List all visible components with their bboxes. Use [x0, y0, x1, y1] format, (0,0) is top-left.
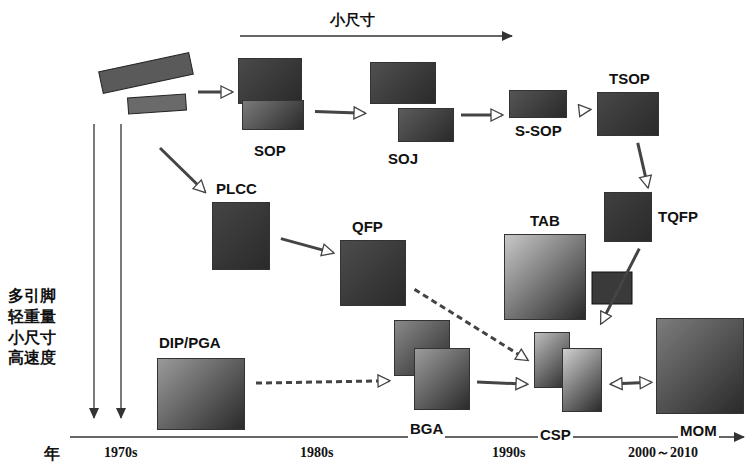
flow-arrow	[638, 143, 648, 187]
package-node: SOJ	[368, 60, 458, 170]
flow-arrow	[461, 114, 502, 117]
annotation-label: 小尺寸	[330, 10, 375, 30]
dip-chip	[99, 53, 194, 114]
package-name: TSOP	[607, 70, 652, 88]
package-node: PLCC	[206, 180, 278, 276]
flow-arrow	[580, 109, 590, 110]
flow-arrow	[611, 382, 651, 384]
package-photo	[656, 318, 744, 414]
package-photo	[414, 348, 470, 410]
annotation-label: 2000～2010	[628, 444, 698, 462]
package-name: SOP	[252, 142, 288, 160]
package-photo	[242, 100, 304, 130]
package-node: TQFP	[602, 190, 708, 246]
annotation-label: 1970s	[104, 444, 137, 462]
package-photo	[157, 358, 245, 430]
package-name: S-SOP	[513, 122, 564, 140]
package-photo	[504, 234, 586, 320]
package-node: TAB	[502, 212, 592, 324]
package-photo	[238, 58, 302, 104]
package-node: S-SOP	[505, 88, 577, 142]
package-node: CSP	[530, 326, 608, 446]
package-photo	[398, 108, 454, 142]
package-node: DIP/PGA	[153, 334, 253, 434]
flow-arrow	[198, 91, 232, 94]
flow-arrow	[281, 239, 333, 253]
package-name: TQFP	[656, 208, 700, 226]
annotation-label: 年	[44, 444, 60, 465]
annotation-label: 1990s	[492, 444, 525, 462]
package-name: SOJ	[386, 150, 420, 168]
package-photo	[562, 348, 602, 412]
package-node: QFP	[336, 218, 412, 310]
flow-arrow	[601, 249, 639, 324]
package-photo	[370, 62, 436, 104]
package-photo	[212, 202, 270, 270]
annotation-label: 多引脚 轻重量 小尺寸 高速度	[8, 286, 60, 369]
package-name: PLCC	[214, 180, 259, 198]
package-photo	[509, 90, 567, 118]
trend-arrow	[240, 35, 512, 36]
flow-arrow	[477, 382, 527, 384]
package-node: SOP	[232, 56, 312, 164]
package-name: DIP/PGA	[157, 334, 223, 352]
package-photo	[604, 192, 652, 242]
package-photo	[340, 240, 406, 306]
package-name: BGA	[408, 420, 445, 438]
annotation-label: 1980s	[300, 444, 333, 462]
flow-arrow	[160, 148, 205, 192]
package-node: BGA	[392, 318, 474, 442]
package-name: QFP	[350, 218, 385, 236]
time-axis	[70, 436, 744, 437]
trend-arrow	[93, 124, 94, 418]
flow-arrow	[256, 381, 389, 383]
package-photo	[597, 92, 659, 136]
package-node: TSOP	[593, 70, 665, 140]
package-name: TAB	[528, 212, 562, 230]
trend-arrow	[120, 124, 121, 418]
package-name: CSP	[538, 426, 573, 444]
flow-arrow	[315, 112, 365, 114]
package-name: MOM	[678, 422, 719, 440]
package-node: MOM	[654, 316, 746, 444]
